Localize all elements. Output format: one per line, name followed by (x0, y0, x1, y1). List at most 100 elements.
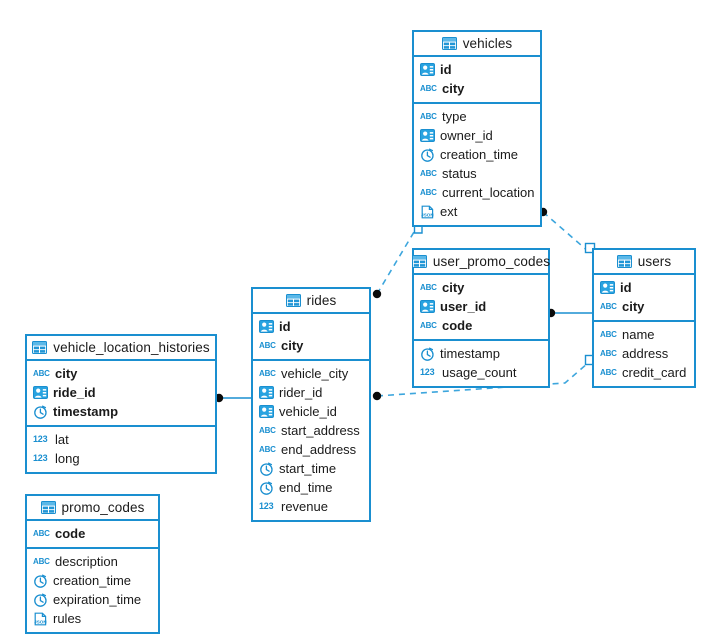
field-row[interactable]: rider_id (253, 383, 369, 402)
field-row[interactable]: ABC credit_card (594, 363, 694, 382)
id-card-icon (259, 386, 274, 399)
field-name: vehicle_city (281, 366, 349, 381)
table-promo-codes[interactable]: promo_codes ABC code ABC description (25, 494, 160, 634)
column-group-promo-codes: ABC description creation_time (27, 549, 158, 632)
connector-vehicles-users (538, 207, 596, 254)
field-name: ext (440, 204, 458, 219)
svg-text:JSON: JSON (421, 212, 434, 217)
field-name: usage_count (442, 365, 517, 380)
field-row[interactable]: id (594, 278, 694, 297)
field-row[interactable]: JSON ext (414, 202, 540, 221)
field-row[interactable]: 123 long (27, 449, 215, 468)
field-row[interactable]: vehicle_id (253, 402, 369, 421)
abc-icon: ABC (259, 340, 276, 350)
field-name: description (55, 554, 118, 569)
table-grid-icon (411, 255, 427, 268)
field-row[interactable]: ABC address (594, 344, 694, 363)
table-users[interactable]: users id ABC city (592, 248, 696, 388)
field-row[interactable]: ABC city (414, 278, 548, 297)
table-user-promo-codes[interactable]: user_promo_codes ABC city u (411, 248, 550, 388)
field-row[interactable]: ABC city (27, 364, 215, 383)
field-row[interactable]: 123 lat (27, 430, 215, 449)
field-row[interactable]: 123 revenue (253, 497, 369, 516)
field-row[interactable]: ABC city (594, 297, 694, 316)
field-name: address (622, 346, 669, 361)
field-row[interactable]: id (414, 60, 540, 79)
field-row[interactable]: timestamp (27, 402, 215, 421)
field-row[interactable]: ABC city (414, 79, 540, 98)
id-card-icon (600, 281, 615, 294)
field-name: type (442, 109, 467, 124)
clock-icon (420, 347, 435, 361)
field-row[interactable]: 123 usage_count (414, 363, 548, 382)
field-name: rules (53, 611, 82, 626)
field-row[interactable]: user_id (414, 297, 548, 316)
clock-icon (259, 481, 274, 495)
field-row[interactable]: ABC end_address (253, 440, 369, 459)
field-name: expiration_time (53, 592, 142, 607)
field-name: city (442, 81, 465, 96)
field-row[interactable]: start_time (253, 459, 369, 478)
field-row[interactable]: owner_id (414, 126, 540, 145)
table-title: users (637, 254, 672, 269)
table-header-user-promo-codes: user_promo_codes (411, 250, 550, 275)
abc-icon: ABC (420, 83, 437, 93)
table-header-promo-codes: promo_codes (27, 496, 158, 521)
field-row[interactable]: id (253, 317, 369, 336)
field-name: city (55, 366, 78, 381)
123-icon: 123 (33, 434, 48, 444)
field-name: lat (55, 432, 69, 447)
field-name: id (620, 280, 632, 295)
field-name: code (442, 318, 473, 333)
field-row[interactable]: end_time (253, 478, 369, 497)
column-group-vehicles: ABC type owner_id (414, 104, 540, 225)
table-rides[interactable]: rides id ABC city (251, 287, 371, 522)
field-row[interactable]: timestamp (414, 344, 548, 363)
field-row[interactable]: creation_time (27, 571, 158, 590)
field-row[interactable]: ABC current_location (414, 183, 540, 202)
table-grid-icon (616, 255, 632, 268)
field-name: city (281, 338, 304, 353)
field-name: end_address (281, 442, 357, 457)
abc-icon: ABC (33, 528, 50, 538)
field-row[interactable]: ABC description (27, 552, 158, 571)
id-card-icon (420, 63, 435, 76)
field-row[interactable]: JSON rules (27, 609, 158, 628)
field-name: user_id (440, 299, 487, 314)
field-row[interactable]: ABC name (594, 325, 694, 344)
field-row[interactable]: ABC start_address (253, 421, 369, 440)
field-row[interactable]: ABC code (414, 316, 548, 335)
field-name: status (442, 166, 477, 181)
field-row[interactable]: ABC status (414, 164, 540, 183)
table-vehicle-location-histories[interactable]: vehicle_location_histories ABC city (25, 334, 217, 474)
column-group-user-promo-codes: timestamp 123 usage_count (414, 341, 548, 386)
field-name: creation_time (440, 147, 519, 162)
json-doc-icon: JSON (420, 205, 435, 219)
field-row[interactable]: ride_id (27, 383, 215, 402)
abc-icon: ABC (420, 282, 437, 292)
primary-key-group-users: id ABC city (594, 275, 694, 322)
table-vehicles[interactable]: vehicles id ABC city (412, 30, 542, 227)
svg-text:JSON: JSON (34, 619, 47, 624)
abc-icon: ABC (600, 329, 617, 339)
field-row[interactable]: ABC city (253, 336, 369, 355)
field-row[interactable]: ABC type (414, 107, 540, 126)
field-name: id (440, 62, 452, 77)
abc-icon: ABC (259, 368, 276, 378)
field-name: id (279, 319, 291, 334)
field-name: timestamp (53, 404, 119, 419)
field-row[interactable]: creation_time (414, 145, 540, 164)
field-row[interactable]: ABC code (27, 524, 158, 543)
field-name: start_address (281, 423, 360, 438)
field-row[interactable]: ABC vehicle_city (253, 364, 369, 383)
field-name: timestamp (440, 346, 500, 361)
clock-icon (33, 593, 48, 607)
abc-icon: ABC (600, 301, 617, 311)
field-row[interactable]: expiration_time (27, 590, 158, 609)
primary-key-group-vehicles: id ABC city (414, 57, 540, 104)
column-group-rides: ABC vehicle_city rider_id (253, 361, 369, 520)
clock-icon (259, 462, 274, 476)
field-name: code (55, 526, 86, 541)
table-grid-icon (32, 341, 48, 354)
